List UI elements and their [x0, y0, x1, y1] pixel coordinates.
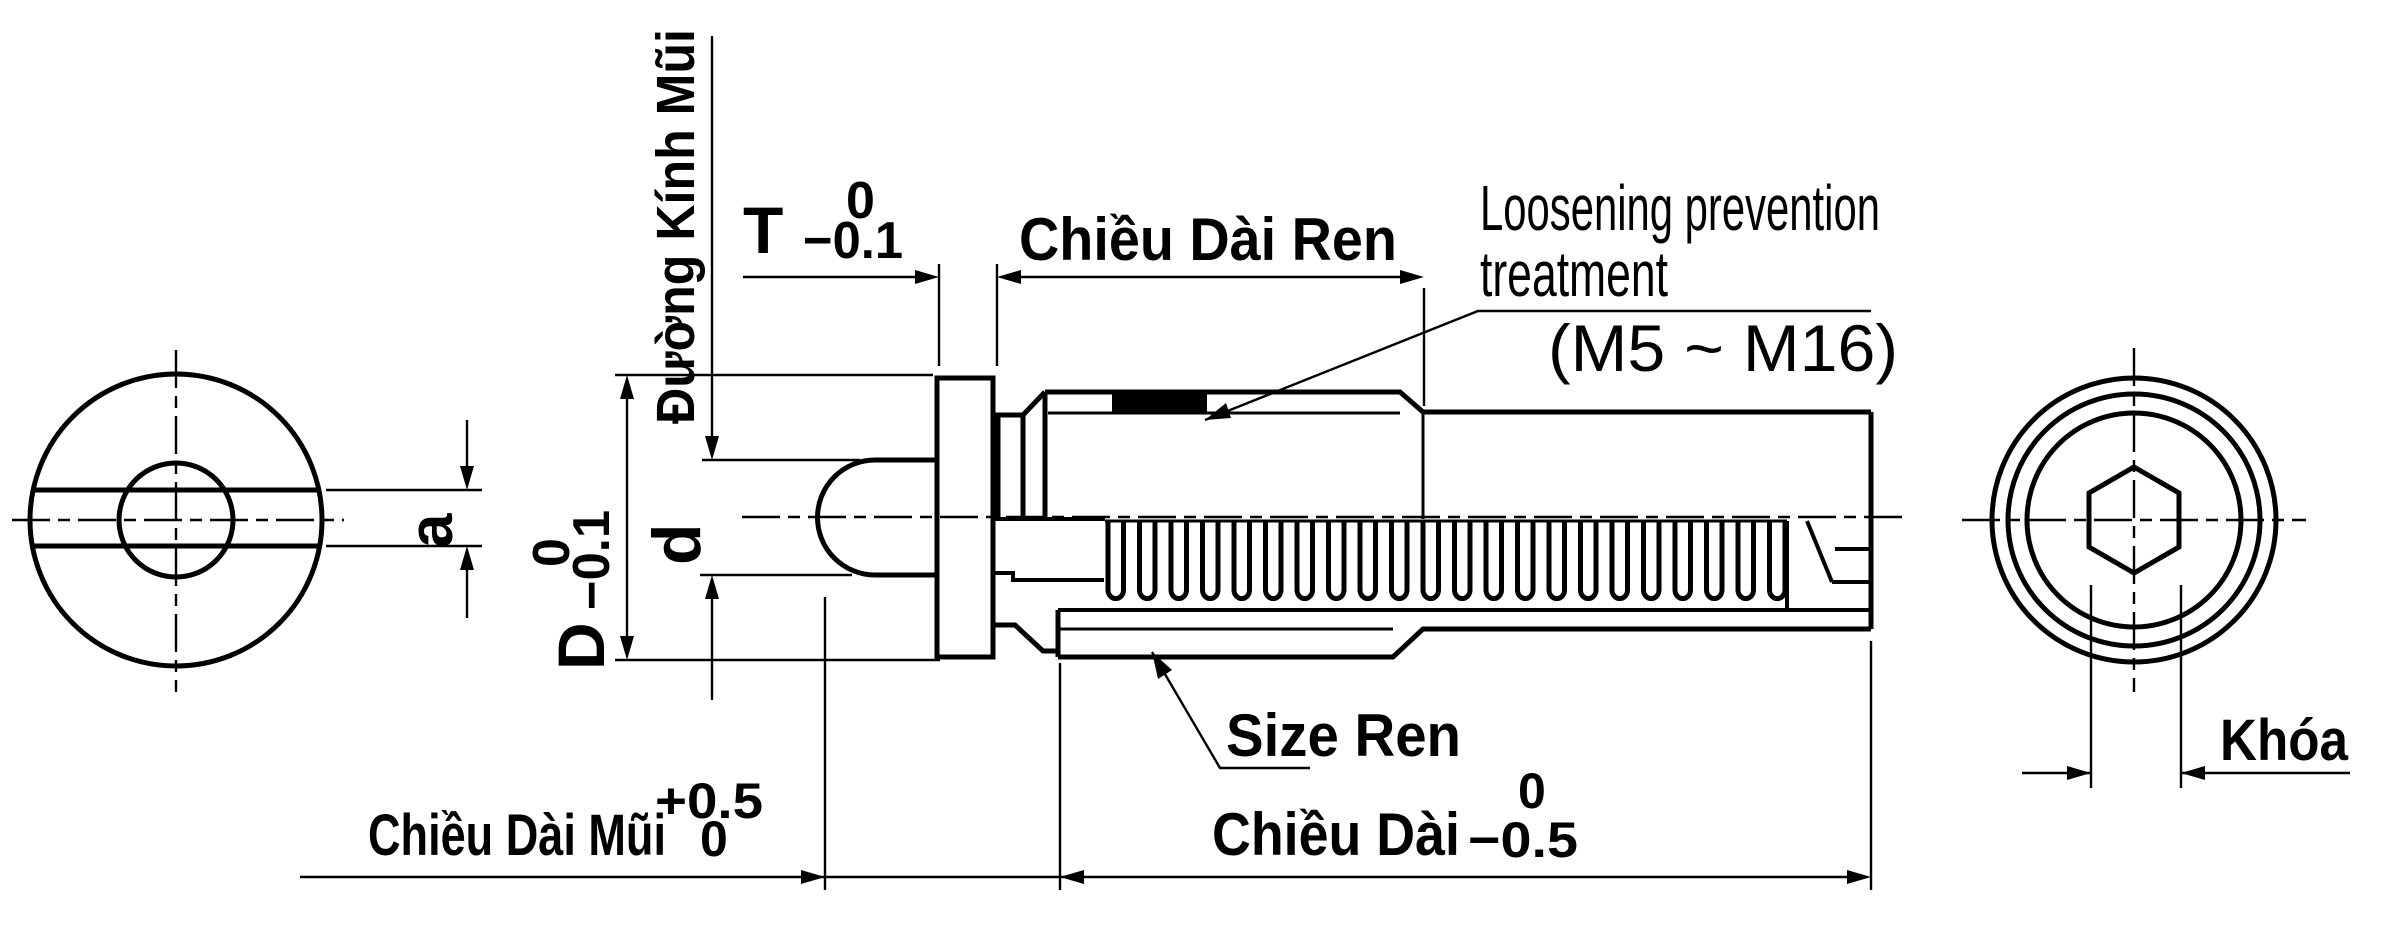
- body-top-outline: [1045, 389, 1871, 415]
- right-view-inner-circle: [2024, 410, 2244, 630]
- flange-tol-lower: −0.1: [563, 510, 621, 610]
- t-tol-lower: −0.1: [803, 212, 903, 270]
- thread-range-label: (M5 ~ M16): [1548, 311, 1898, 385]
- thread-length-arrow-right: [1400, 270, 1424, 284]
- slot-width-dim-line: [326, 420, 482, 618]
- thread-root-line: [1048, 411, 1425, 519]
- left-view-slot-lines: [32, 487, 320, 549]
- thread-length-dim-line: [1004, 275, 1426, 406]
- total-length-arrow-right: [1847, 870, 1871, 884]
- slot-arrow-down: [460, 466, 474, 490]
- arrowheads: [460, 270, 2205, 884]
- thread-length-label: Chiều Dài Ren: [1019, 206, 1397, 273]
- flange-diameter-label-group: D −0.1 0: [523, 510, 621, 670]
- wrench-dim-line: [2022, 585, 2350, 788]
- loosening-leader-line: [1204, 309, 1871, 422]
- nose-dia-arrow-up: [705, 575, 719, 599]
- plunger-rear-boss: [993, 517, 1105, 582]
- slot-arrow-up: [460, 546, 474, 570]
- wrench-arrow-left: [2067, 766, 2091, 780]
- left-end-view: [12, 350, 344, 692]
- nose-dia-arrow-down: [705, 436, 719, 460]
- t-arrow-right: [915, 270, 939, 284]
- nose-dia-dim-line: [700, 36, 860, 700]
- labels: T −0.1 0 Chiều Dài Ren Loosening prevent…: [368, 29, 2349, 868]
- nose-dia-letter-group: d: [639, 523, 715, 565]
- main-section-view: [742, 375, 1905, 660]
- nose-diameter-label: Đường Kính Mũi: [646, 29, 706, 424]
- slot-width-label-group: a: [397, 513, 466, 548]
- total-length-tol-upper: 0: [1518, 763, 1546, 819]
- total-length-tol-lower: −0.5: [1468, 812, 1578, 868]
- t-tol-upper: 0: [846, 172, 875, 230]
- body-front-lip: [993, 390, 1048, 519]
- loosening-label-line1: Loosening prevention: [1480, 172, 1880, 244]
- flange-dia-arrow-up: [620, 375, 634, 399]
- flange-dia-dim-line: [615, 373, 940, 662]
- plunger-nose: [815, 457, 937, 578]
- t-dim-line: [743, 264, 999, 366]
- right-end-internal-detail: [1785, 520, 1871, 610]
- t-label: T: [743, 193, 783, 267]
- wall-front-face: [993, 610, 1061, 657]
- hex-socket: [2086, 464, 2182, 576]
- right-view-middle-circle: [2005, 391, 2263, 649]
- thread-length-arrow-left: [997, 270, 1021, 284]
- wall-bottom-outline: [1058, 626, 1871, 660]
- right-end-view: [1962, 348, 2306, 692]
- total-length-label: Chiều Dài: [1212, 801, 1460, 868]
- thread-size-label: Size Ren: [1226, 702, 1461, 769]
- slot-width-label: a: [397, 513, 466, 548]
- loosening-treatment-band: [1112, 391, 1207, 414]
- nose-dia-letter: d: [639, 523, 715, 565]
- nose-length-label: Chiều Dài Mũi: [368, 803, 666, 868]
- nose-diameter-label-group: Đường Kính Mũi: [646, 29, 706, 424]
- nose-length-tol-upper: +0.5: [655, 773, 763, 829]
- right-view-outer-circle: [1989, 375, 2279, 665]
- left-view-centerlines: [12, 350, 344, 692]
- wrench-label: Khóa: [2220, 708, 2349, 773]
- left-view-nose-circle: [116, 460, 236, 580]
- spring: [1105, 521, 1788, 602]
- nose-length-tol-lower: 0: [700, 811, 728, 867]
- flange-diameter-label: D: [544, 622, 618, 670]
- loosening-label-line2: treatment: [1480, 238, 1668, 310]
- total-length-arrow-left: [1060, 870, 1084, 884]
- loosening-leader-arrow: [1205, 403, 1231, 420]
- wrench-arrow-right: [2181, 766, 2205, 780]
- size-ren-leader-line: [1150, 651, 1310, 770]
- left-view-outer-circle: [27, 371, 325, 669]
- flange-dia-arrow-down: [620, 636, 634, 660]
- size-ren-leader-arrow: [1152, 652, 1172, 679]
- nose-length-arrow: [801, 870, 825, 884]
- right-view-centerlines: [1962, 348, 2306, 692]
- flange-tol-upper: 0: [523, 538, 581, 567]
